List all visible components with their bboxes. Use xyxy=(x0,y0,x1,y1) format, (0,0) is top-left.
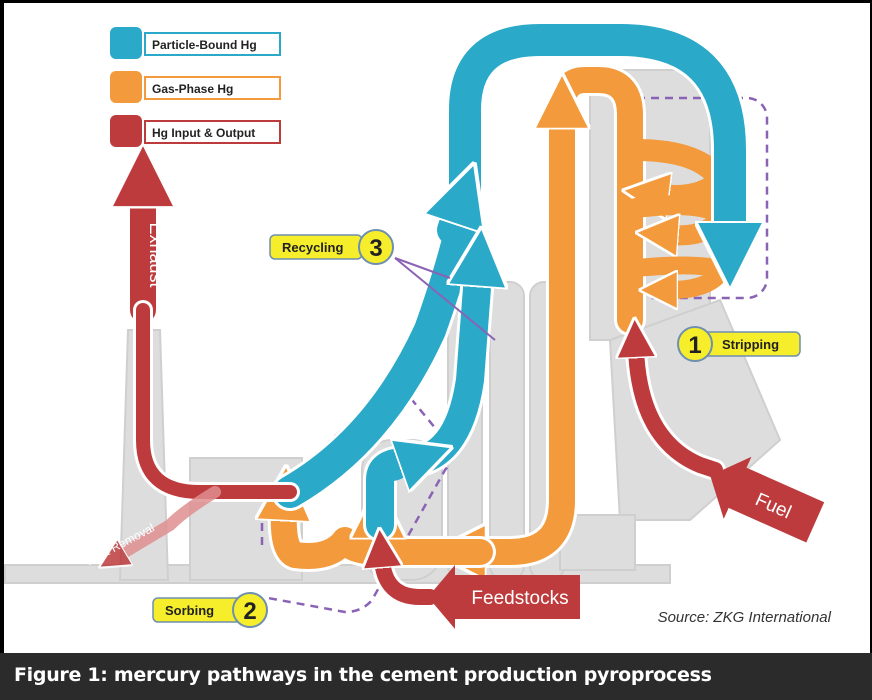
legend-io-label: Hg Input & Output xyxy=(152,126,255,140)
recycling-number-badge xyxy=(358,229,394,265)
sorbing-label: Sorbing xyxy=(165,603,214,618)
source-credit: Source: ZKG International xyxy=(658,609,832,626)
exhaust-label: Exhaust xyxy=(146,222,166,287)
callout-stripping: Stripping 1 xyxy=(677,326,801,362)
diagram-canvas: Feedstocks Fuel Exhaust Dust Removal Par… xyxy=(4,3,870,653)
cyclone-shape-2 xyxy=(489,281,525,581)
legend-particle-swatch xyxy=(110,27,142,59)
fuel-arrow: Fuel xyxy=(710,456,825,543)
particle-short-arrow xyxy=(380,462,410,468)
hg-input-output-flows xyxy=(120,195,726,608)
legend-io-box xyxy=(144,120,281,144)
particle-main-loop xyxy=(274,24,730,508)
legend-io: Hg Input & Output xyxy=(110,115,281,147)
stripping-number-badge xyxy=(677,326,713,362)
stripping-number: 1 xyxy=(688,332,701,359)
exhaust-duct xyxy=(136,303,297,499)
fuel-arrow-shape xyxy=(710,456,825,543)
recycling-number: 3 xyxy=(369,235,382,262)
recycling-leader-2 xyxy=(394,257,451,279)
recycling-leader-1 xyxy=(394,257,496,341)
feed-inlet-arrow xyxy=(382,560,438,605)
figure-caption: Figure 1: mercury pathways in the cement… xyxy=(14,664,712,686)
sorbing-number-badge xyxy=(232,592,268,628)
legend-io-swatch xyxy=(110,115,142,147)
legend-particle-label: Particle-Bound Hg xyxy=(152,38,257,52)
caption-bar: Figure 1: mercury pathways in the cement… xyxy=(0,653,872,700)
legend-gas-label: Gas-Phase Hg xyxy=(152,82,233,96)
legend-gas-swatch xyxy=(110,71,142,103)
legend-particle-box xyxy=(144,32,281,56)
callout-recycling: Recycling 3 xyxy=(269,229,496,341)
particle-bound-flows xyxy=(271,21,730,542)
fuel-inlet-arrow xyxy=(636,350,723,478)
feedstocks-label: Feedstocks xyxy=(471,588,568,609)
recycling-label: Recycling xyxy=(282,240,343,255)
legend-gas: Gas-Phase Hg xyxy=(110,71,281,103)
feedstocks-arrow: Feedstocks xyxy=(428,565,580,629)
feedstocks-arrow-shape xyxy=(428,565,580,629)
particle-up-arrow xyxy=(452,212,458,245)
callout-sorbing: Sorbing 2 xyxy=(152,592,268,628)
legend-particle: Particle-Bound Hg xyxy=(110,27,281,59)
mercury-pathway-diagram: Feedstocks Fuel Exhaust Dust Removal Par… xyxy=(4,21,832,629)
legend: Particle-Bound Hg Gas-Phase Hg Hg Input … xyxy=(110,27,281,147)
stripping-label: Stripping xyxy=(722,337,779,352)
dust-removal-flow xyxy=(120,486,221,555)
legend-gas-box xyxy=(144,76,281,100)
sorbing-number: 2 xyxy=(243,598,256,625)
